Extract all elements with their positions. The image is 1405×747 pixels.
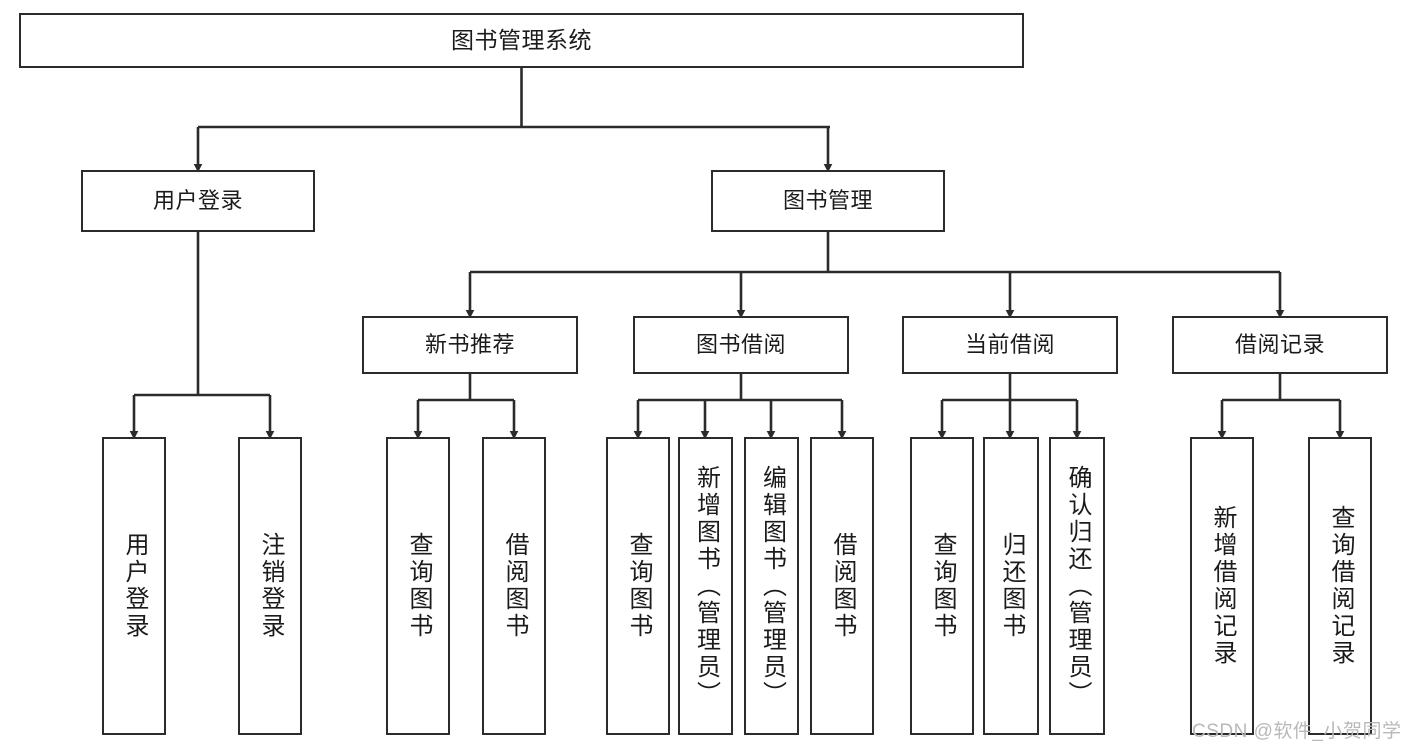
node-leaf-user-logout[interactable]: 注销登录 <box>238 437 302 735</box>
node-leaf-query-book-3-label: 查询图书 <box>929 532 956 640</box>
node-leaf-confirm-return-label: 确认归还（管理员） <box>1064 464 1091 708</box>
node-leaf-edit-book[interactable]: 编辑图书（管理员） <box>744 437 799 735</box>
node-leaf-user-login[interactable]: 用户登录 <box>102 437 166 735</box>
node-book-mgmt-label: 图书管理 <box>782 188 873 214</box>
node-book-mgmt[interactable]: 图书管理 <box>711 170 945 232</box>
node-leaf-query-loan-rec-label: 查询借阅记录 <box>1327 505 1354 667</box>
node-root-label: 图书管理系统 <box>451 27 592 54</box>
node-new-book-rec-label: 新书推荐 <box>424 332 515 358</box>
node-leaf-return-book-label: 归还图书 <box>998 532 1025 640</box>
node-leaf-borrow-book-1[interactable]: 借阅图书 <box>482 437 546 735</box>
node-leaf-user-logout-label: 注销登录 <box>257 532 284 640</box>
node-leaf-query-book-1[interactable]: 查询图书 <box>386 437 450 735</box>
node-leaf-borrow-book-1-label: 借阅图书 <box>501 532 528 640</box>
node-leaf-add-book-label: 新增图书（管理员） <box>692 464 720 708</box>
node-leaf-user-login-label: 用户登录 <box>121 532 148 640</box>
node-leaf-edit-book-label: 编辑图书（管理员） <box>758 464 786 708</box>
node-leaf-query-loan-rec[interactable]: 查询借阅记录 <box>1308 437 1372 735</box>
node-leaf-query-book-1-label: 查询图书 <box>405 532 432 640</box>
node-leaf-query-book-2-label: 查询图书 <box>625 532 652 640</box>
node-leaf-query-book-2[interactable]: 查询图书 <box>606 437 670 735</box>
node-leaf-confirm-return[interactable]: 确认归还（管理员） <box>1049 437 1105 735</box>
node-leaf-add-loan-rec[interactable]: 新增借阅记录 <box>1190 437 1254 735</box>
node-book-borrow-label: 图书借阅 <box>695 332 786 358</box>
node-leaf-add-book[interactable]: 新增图书（管理员） <box>678 437 733 735</box>
node-user-login-label: 用户登录 <box>152 188 243 214</box>
node-leaf-borrow-book-2-label: 借阅图书 <box>829 532 856 640</box>
node-loan-record-label: 借阅记录 <box>1234 332 1325 358</box>
csdn-watermark: CSDN @软件_小贺同学 <box>1192 721 1402 742</box>
node-book-borrow[interactable]: 图书借阅 <box>633 316 849 374</box>
node-current-loan-label: 当前借阅 <box>964 332 1055 358</box>
node-leaf-add-loan-rec-label: 新增借阅记录 <box>1209 505 1236 667</box>
node-root[interactable]: 图书管理系统 <box>19 13 1024 68</box>
node-current-loan[interactable]: 当前借阅 <box>902 316 1118 374</box>
node-leaf-query-book-3[interactable]: 查询图书 <box>910 437 974 735</box>
node-new-book-rec[interactable]: 新书推荐 <box>362 316 578 374</box>
node-loan-record[interactable]: 借阅记录 <box>1172 316 1388 374</box>
node-user-login[interactable]: 用户登录 <box>81 170 315 232</box>
node-leaf-return-book[interactable]: 归还图书 <box>983 437 1039 735</box>
node-leaf-borrow-book-2[interactable]: 借阅图书 <box>810 437 874 735</box>
